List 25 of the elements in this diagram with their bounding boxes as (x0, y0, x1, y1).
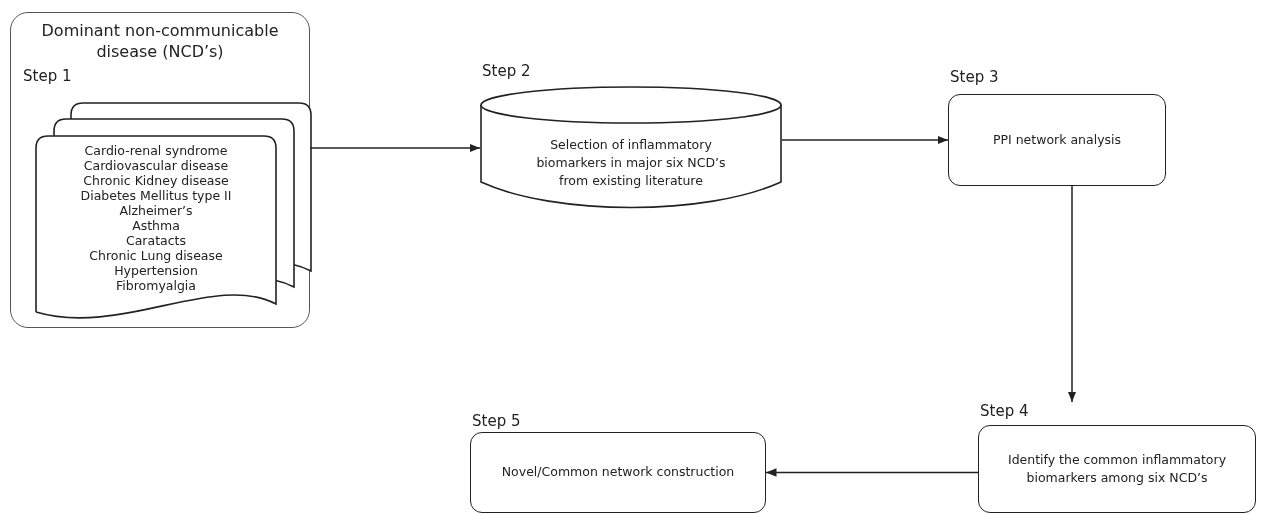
step-label: Step 5 (472, 412, 521, 430)
step-description: PPI network analysis (991, 130, 1123, 149)
disease-list-item: Caratacts (125, 233, 186, 248)
step-description: Identify the common inflammatory biomarkers among six NCD’s (1006, 450, 1228, 487)
arrow (781, 135, 949, 145)
step-description: Selection of inflammatory biomarkers in major six NCD’s from existing literature (535, 135, 727, 191)
arrow (765, 468, 979, 477)
group-title: Dominant non-communicable disease (NCD’s) (40, 21, 280, 63)
step-label: Step 3 (950, 68, 999, 86)
disease-list-item: Alzheimer’s (119, 203, 193, 218)
disease-list-item: Cardiovascular disease (83, 158, 229, 173)
disease-list-item: Cardio-renal syndrome (84, 143, 228, 158)
group-box (10, 12, 310, 328)
step-label: Step 1 (23, 67, 72, 85)
step-label: Step 2 (482, 62, 531, 80)
arrow (1067, 185, 1077, 403)
disease-list-item: Fibromyalgia (116, 278, 196, 293)
disease-list-item: Hypertension (114, 263, 198, 278)
disease-list-item: Asthma (132, 218, 180, 233)
arrow (309, 143, 481, 153)
disease-list-item: Chronic Kidney disease (83, 173, 229, 188)
step-description: Novel/Common network construction (500, 463, 736, 482)
disease-list-item: Diabetes Mellitus type II (80, 188, 232, 203)
disease-list-item: Chronic Lung disease (89, 248, 223, 263)
step-label: Step 4 (980, 402, 1029, 420)
